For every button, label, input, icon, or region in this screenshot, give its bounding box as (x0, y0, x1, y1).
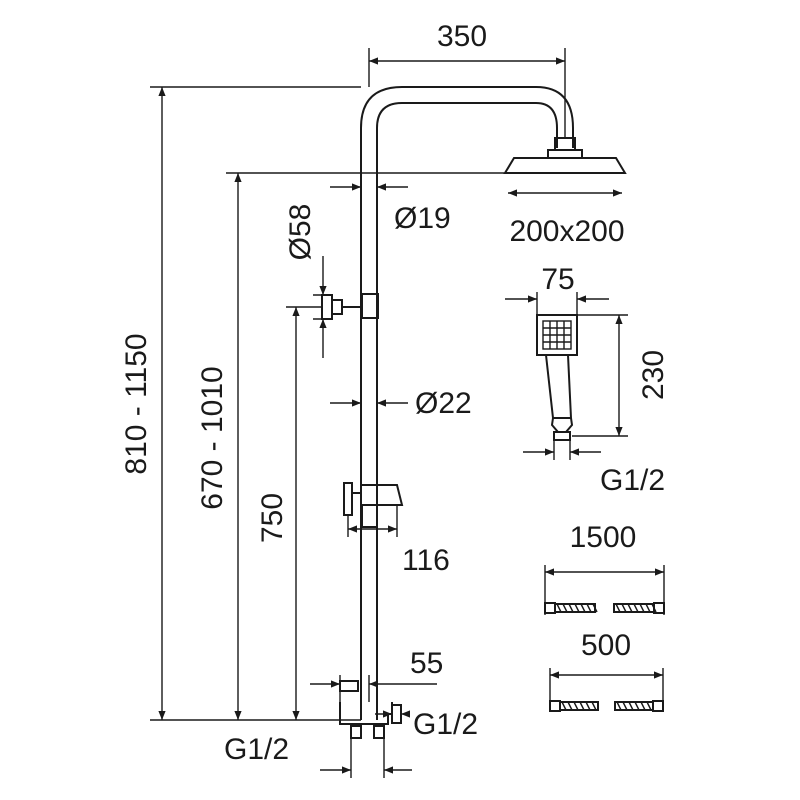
dim-head-height: 670 - 1010 (196, 172, 505, 720)
dim-total-height-label: 810 - 1150 (120, 333, 153, 474)
mixer-body (339, 680, 402, 739)
dim-top-width-label: 350 (437, 20, 487, 53)
dim-total-height: 810 - 1150 (120, 86, 361, 721)
dim-pipe-diameter-upper: Ø19 (330, 183, 451, 235)
dim-mixer-offset: 55 (310, 647, 443, 702)
dim-top-width: 350 (368, 20, 566, 138)
dim-mixer-thread-left-label: G1/2 (224, 733, 289, 766)
dim-hand-shower-length: 230 (572, 314, 670, 437)
dim-bracket-height: 750 (256, 306, 322, 720)
dim-slider-offset: 116 (347, 505, 450, 577)
dim-wall-bracket-diameter-label: Ø58 (284, 204, 317, 261)
dim-bracket-height-label: 750 (256, 493, 289, 543)
dim-hand-shower-thread-label: G1/2 (600, 464, 665, 497)
dim-hose-long-label: 1500 (570, 521, 637, 554)
dim-mixer-thread-right-label: G1/2 (413, 708, 478, 741)
rain-shower-head (503, 137, 627, 174)
wall-bracket (321, 293, 379, 320)
dim-hose-short-label: 500 (581, 629, 631, 662)
hose-long: 1500 (544, 521, 665, 615)
dim-pipe-diameter-lower: Ø22 (330, 387, 472, 420)
dim-wall-bracket-diameter: Ø58 (284, 204, 332, 358)
dim-pipe-diameter-lower-label: Ø22 (415, 387, 472, 420)
dim-mixer-thread-right: G1/2 (375, 708, 478, 741)
dim-head-height-label: 670 - 1010 (196, 366, 229, 509)
dim-slider-offset-label: 116 (402, 544, 450, 577)
hand-shower-slider (343, 482, 404, 528)
hose-short: 500 (549, 629, 664, 712)
dim-hand-shower-thread: G1/2 (523, 440, 665, 497)
dim-hand-shower-length-label: 230 (637, 350, 670, 400)
dim-head-size-label: 200x200 (509, 215, 624, 248)
hand-shower-nozzle-grid (543, 321, 571, 349)
hand-shower (536, 314, 578, 441)
dim-mixer-offset-label: 55 (410, 647, 443, 680)
shower-column (360, 86, 574, 720)
dim-hand-shower-width-label: 75 (541, 263, 574, 296)
dim-hand-shower-width: 75 (505, 263, 609, 315)
dim-pipe-diameter-upper-label: Ø19 (394, 202, 451, 235)
dim-head-size: 200x200 (508, 189, 625, 248)
dim-mixer-thread-left: G1/2 (224, 733, 412, 778)
